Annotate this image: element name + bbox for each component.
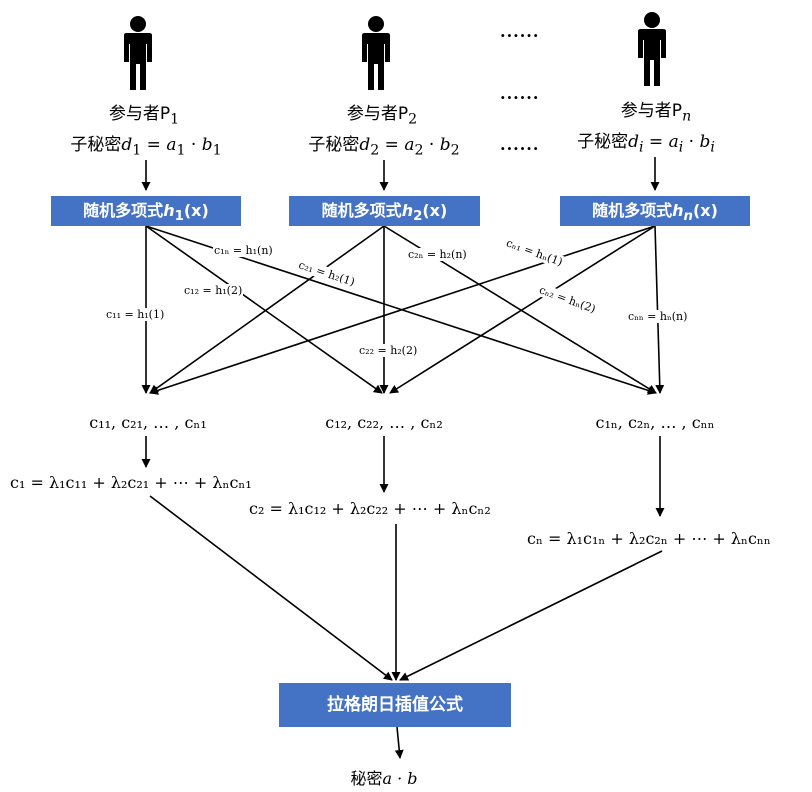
participant-n-label: 参与者Pn <box>620 101 692 125</box>
edge-h2-c21 <box>149 225 385 394</box>
edge-label-c11: c₁₁ = h₁(1) <box>105 308 166 321</box>
edge-hn-cnn <box>654 225 665 394</box>
edge-hn-cn2 <box>389 225 656 394</box>
edge-h1-c12 <box>145 225 383 394</box>
polynomial-box-n: 随机多项式hn(x) <box>560 196 750 226</box>
edge-label-c2n: c₂ₙ = h₂(n) <box>407 248 468 261</box>
person-icon <box>638 12 666 86</box>
combination-n: cₙ = λ₁c₁ₙ + λ₂c₂ₙ + ⋯ + λₙcₙₙ <box>527 529 771 548</box>
participant-1-label: 参与者P1 <box>108 104 180 128</box>
edge-label-c22: c₂₂ = h₂(2) <box>358 344 419 357</box>
share-list-n: c₁ₙ, c₂ₙ, … , cₙₙ <box>595 413 715 432</box>
secret-share-2: 子秘密d2 = a2 · b2 <box>308 135 460 159</box>
combination-2: c₂ = λ₁c₁₂ + λ₂c₂₂ + ⋯ + λₙcₙ₂ <box>249 499 491 518</box>
polynomial-box-2: 随机多项式h2(x) <box>289 196 480 226</box>
final-secret: 秘密a · b <box>350 769 418 788</box>
edge-hn-cn1 <box>149 225 656 395</box>
person-icon <box>362 16 390 90</box>
share-list-2: c₁₂, c₂₂, … , cₙ₂ <box>325 413 443 432</box>
combination-1: c₁ = λ₁c₁₁ + λ₂c₂₁ + ⋯ + λₙcₙ₁ <box>10 473 252 492</box>
edge-label-c12: c₁₂ = h₁(2) <box>183 284 244 297</box>
lagrange-interpolation-box: 拉格朗日插值公式 <box>279 683 511 727</box>
ellipsis-row-3: ...... <box>500 135 540 154</box>
edge-label-cnn: cₙₙ = hₙ(n) <box>627 310 689 323</box>
person-icon <box>124 16 152 90</box>
polynomial-box-1: 随机多项式h1(x) <box>51 196 241 226</box>
secret-share-1: 子秘密d1 = a1 · b1 <box>70 135 222 159</box>
arrow-lagrange-secret <box>394 726 404 759</box>
arrow-comboN-lagrange <box>399 550 663 681</box>
ellipsis-row-2: ...... <box>500 84 540 103</box>
share-list-1: c₁₁, c₂₁, … , cₙ₁ <box>89 413 207 432</box>
participant-2-label: 参与者P2 <box>346 104 418 128</box>
ellipsis-row-1: ...... <box>500 22 540 41</box>
arrow-combo1-lagrange <box>149 495 393 681</box>
secret-share-i: 子秘密di = ai · bi <box>577 132 715 156</box>
edge-label-c1n: c₁ₙ = h₁(n) <box>213 244 274 257</box>
